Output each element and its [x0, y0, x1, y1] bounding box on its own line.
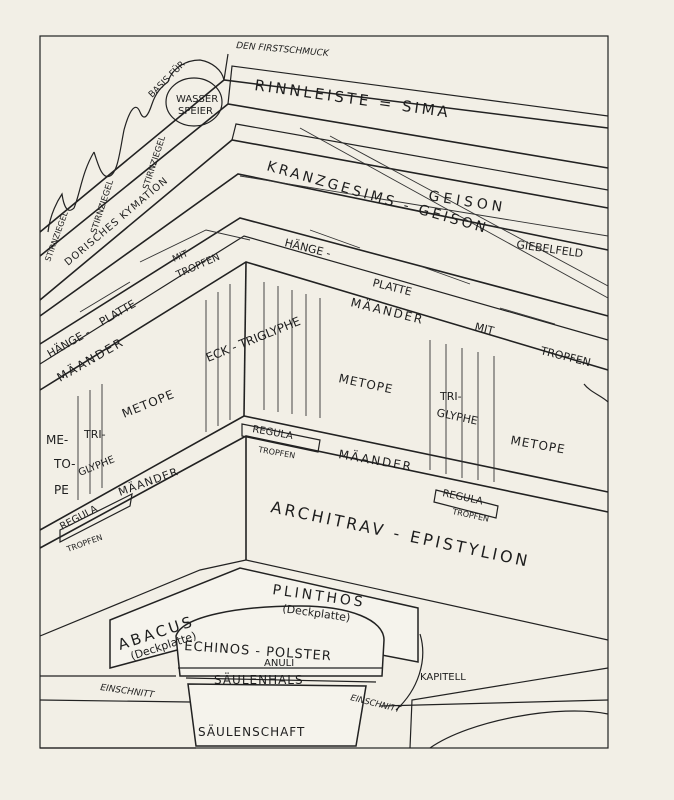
- label-eck-triglyphe: ECK - TRIGLYPHE: [204, 314, 302, 365]
- label-mit-right: MIT: [473, 320, 495, 337]
- capital: [109, 567, 419, 747]
- label-einschnitt-left: EINSCHNITT: [100, 683, 157, 701]
- label-maander-center: MÄANDER: [337, 446, 414, 474]
- label-glyphe-left: GLYPHE: [77, 454, 116, 478]
- label-metope-center: METOPE: [337, 371, 394, 396]
- sima-band: [39, 53, 609, 257]
- label-tropfen-right: TROPFEN: [538, 344, 592, 369]
- stirnziegel-row: [47, 59, 225, 233]
- label-giebelfeld: GIEBELFELD: [516, 238, 584, 260]
- label-tropfen-center: TROPFEN: [257, 445, 296, 461]
- label-platte-right: PLATTE: [371, 276, 413, 298]
- label-glyphe-right: GLYPHE: [435, 406, 479, 427]
- label-anuli: ANULI: [264, 658, 294, 669]
- label-maander-right: MÄANDER: [349, 294, 426, 327]
- architrave: [39, 435, 609, 641]
- lower-structures: [39, 633, 609, 749]
- label-me: ME-: [46, 433, 68, 447]
- label-saulenschaft: SÄULENSCHAFT: [198, 724, 305, 739]
- label-speier: SPEIER: [178, 106, 213, 117]
- label-tri-left: TRI-: [83, 428, 106, 441]
- frieze: [39, 261, 609, 531]
- label-wasser: WASSER: [176, 94, 218, 105]
- label-to: TO-: [53, 457, 75, 471]
- label-firstschmuck: DEN FIRSTSCHMUCK: [236, 41, 330, 59]
- label-tropfen-lower-right: TROPFEN: [451, 507, 490, 524]
- label-saulenhals: SÄULENHALS: [214, 672, 304, 687]
- label-metope-right: METOPE: [509, 433, 566, 456]
- label-dorisches-kymation: DORISCHES KYMATION: [63, 175, 171, 268]
- geison-block: [39, 123, 609, 317]
- label-tri-right: TRI-: [439, 390, 462, 403]
- label-architrav: ARCHITRAV - EPISTYLION: [269, 497, 532, 571]
- frame: [39, 35, 609, 749]
- label-rinnleiste: RINNLEISTE = SIMA: [253, 76, 452, 121]
- mutule-layer: [39, 217, 609, 365]
- label-platte-left: PLATTE: [97, 297, 138, 328]
- label-pe: PE: [54, 483, 69, 497]
- label-regula-right: REGULA: [441, 488, 484, 507]
- label-metope-left: METOPE: [120, 387, 177, 421]
- label-kapitell: KAPITELL: [420, 672, 466, 683]
